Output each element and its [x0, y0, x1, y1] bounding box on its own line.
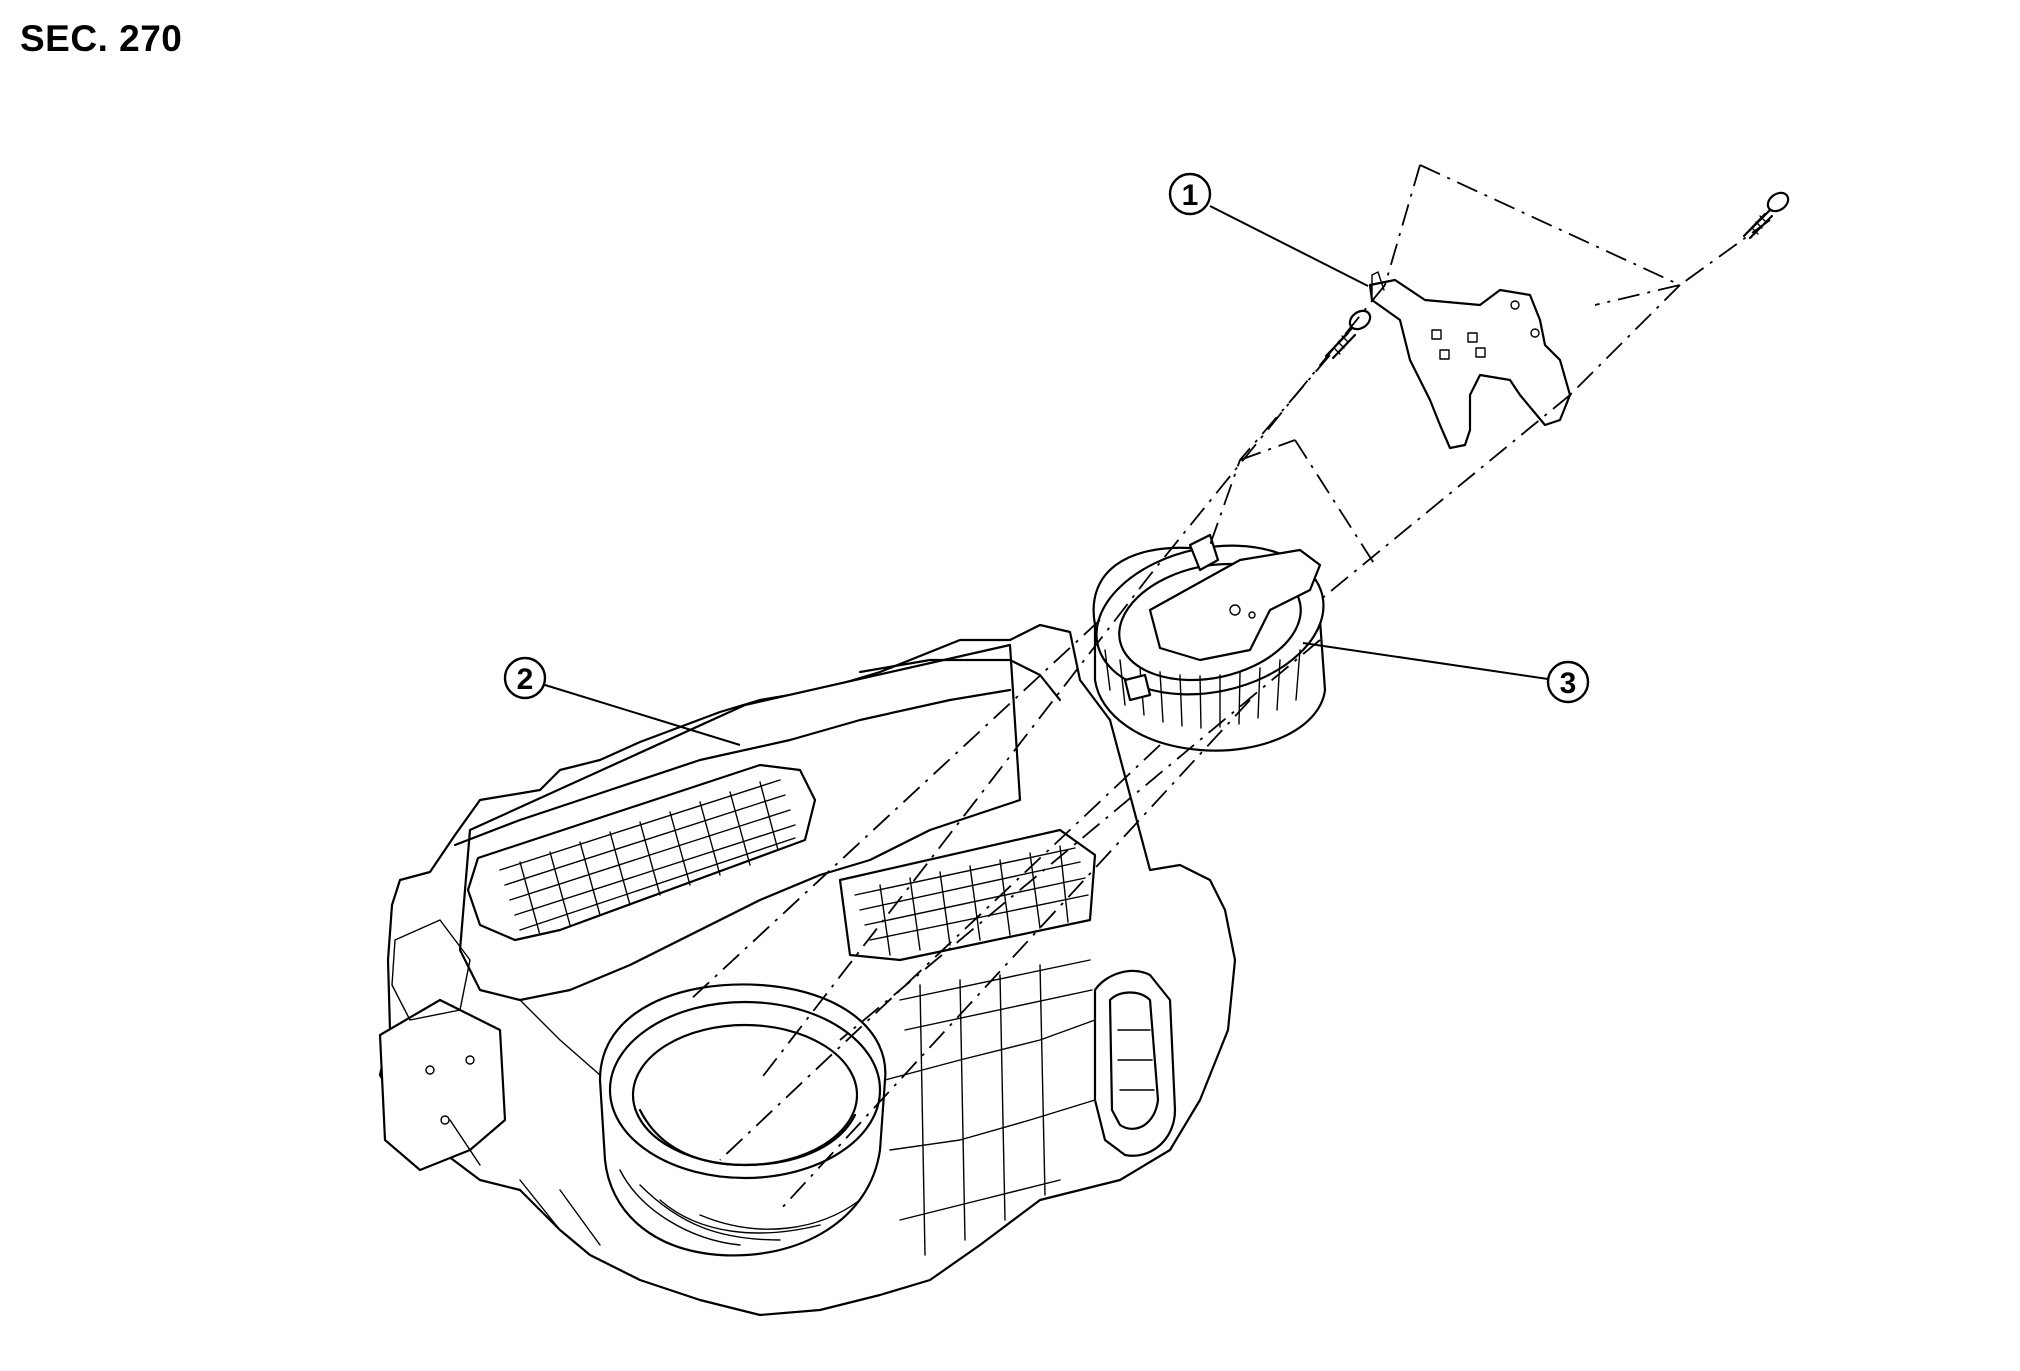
heater-unit-assembly: [378, 623, 1237, 1317]
screw-upper-right: [1742, 191, 1790, 240]
blower-inlet-depth: [638, 1108, 857, 1167]
housing-seam-lines: [519, 964, 1096, 1256]
blower-scroll-ribs: [619, 1169, 861, 1246]
callout-2-number: 2: [517, 663, 534, 696]
callout-2: 2: [503, 656, 741, 746]
callout-3: 3: [1302, 642, 1590, 704]
callout-3-number: 3: [1560, 667, 1577, 700]
blower-motor-tab: [1123, 673, 1152, 702]
section-label: SEC. 270: [20, 18, 183, 59]
housing-ribs: [449, 959, 1093, 1246]
callout-1-number: 1: [1182, 179, 1199, 212]
bracket: [1368, 271, 1572, 450]
callout-1: 1: [1168, 172, 1369, 287]
filter-frame: [466, 763, 817, 942]
filter-housing-rim: [858, 658, 1062, 702]
screw-middle: [1324, 309, 1372, 360]
filter-grid: [499, 779, 796, 936]
left-actuator-plate: [378, 998, 507, 1172]
bracket-plate: [1368, 278, 1572, 450]
filter-housing-top-edge: [453, 688, 1012, 847]
blower-motor: [1092, 533, 1327, 752]
assembly-guide-lines: [689, 164, 1771, 1211]
evaporator-grid: [854, 845, 1089, 956]
blower-inlet-ring: [608, 1000, 882, 1180]
side-duct-opening: [1108, 991, 1160, 1130]
